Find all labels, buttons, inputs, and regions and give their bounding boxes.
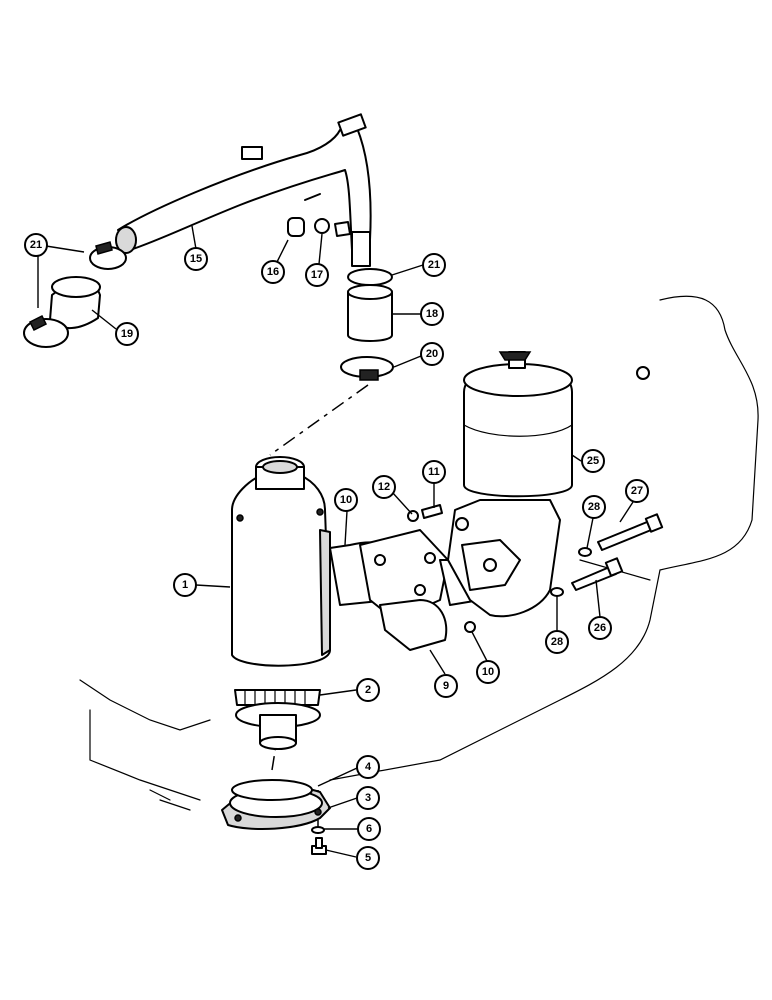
callout-4: 4 <box>356 755 380 779</box>
callout-label: 1 <box>182 579 188 591</box>
callout-label: 18 <box>426 308 438 320</box>
callout-label: 28 <box>551 636 563 648</box>
washer-part <box>314 218 330 234</box>
callout-label: 4 <box>365 761 372 773</box>
callout-5: 5 <box>356 846 380 870</box>
callout-1: 1 <box>173 573 197 597</box>
callout-19: 19 <box>115 322 139 346</box>
mounting-plate <box>359 529 449 621</box>
callout-9: 9 <box>434 674 458 698</box>
callout-label: 15 <box>190 253 202 265</box>
callout-27: 27 <box>625 479 649 503</box>
callout-28-lower: 28 <box>545 630 569 654</box>
callout-2: 2 <box>356 678 380 702</box>
oil-cooler-housing <box>231 456 331 750</box>
oil-filter-assembly <box>447 351 664 618</box>
callout-label: 27 <box>631 485 643 497</box>
o-ring <box>231 779 313 801</box>
washer-6 <box>311 826 325 834</box>
callout-17: 17 <box>305 263 329 287</box>
callout-10-lower: 10 <box>476 660 500 684</box>
callout-label: 6 <box>366 823 372 835</box>
callout-label: 26 <box>594 622 606 634</box>
callout-20: 20 <box>420 342 444 366</box>
callout-21-right: 21 <box>422 253 446 277</box>
callout-label: 21 <box>30 239 42 251</box>
callout-label: 20 <box>426 348 438 360</box>
mounting-brackets <box>329 504 491 651</box>
callout-label: 2 <box>365 684 371 696</box>
callout-label: 19 <box>121 328 133 340</box>
callout-12: 12 <box>372 475 396 499</box>
callout-25: 25 <box>581 449 605 473</box>
flange-assembly <box>221 779 331 855</box>
callouts: 21 15 16 17 21 19 18 20 25 11 12 10 28 2… <box>24 233 649 870</box>
callout-label: 17 <box>311 269 323 281</box>
callout-18: 18 <box>420 302 444 326</box>
callout-3: 3 <box>356 786 380 810</box>
callout-label: 10 <box>340 494 352 506</box>
callout-label: 5 <box>365 852 371 864</box>
callout-label: 11 <box>428 466 440 478</box>
support-bracket <box>379 599 448 651</box>
callout-label: 16 <box>267 266 279 278</box>
engine-bolt-icon <box>636 366 650 380</box>
hose-clamp <box>347 268 393 286</box>
bolt-11 <box>421 504 443 519</box>
callout-label: 25 <box>587 455 599 467</box>
callout-label: 3 <box>365 792 371 804</box>
water-pipe-assembly <box>23 113 394 381</box>
callout-10-upper: 10 <box>334 488 358 512</box>
callout-label: 21 <box>428 259 440 271</box>
callout-label: 12 <box>378 481 390 493</box>
engine-block-outline <box>79 295 759 811</box>
plug-part <box>287 217 305 237</box>
callout-28-upper: 28 <box>582 495 606 519</box>
callout-26: 26 <box>588 616 612 640</box>
callout-6: 6 <box>357 817 381 841</box>
callout-label: 28 <box>588 501 600 513</box>
callout-11: 11 <box>422 460 446 484</box>
callout-label: 10 <box>482 666 494 678</box>
washer-28-upper <box>578 547 592 557</box>
rubber-hose <box>347 291 393 342</box>
callout-21-left: 21 <box>24 233 48 257</box>
callout-16: 16 <box>261 260 285 284</box>
callout-label: 9 <box>443 680 449 692</box>
leader-lines <box>37 225 634 858</box>
washer-12 <box>407 510 419 522</box>
callout-15: 15 <box>184 247 208 271</box>
washer-28-lower <box>550 587 564 597</box>
